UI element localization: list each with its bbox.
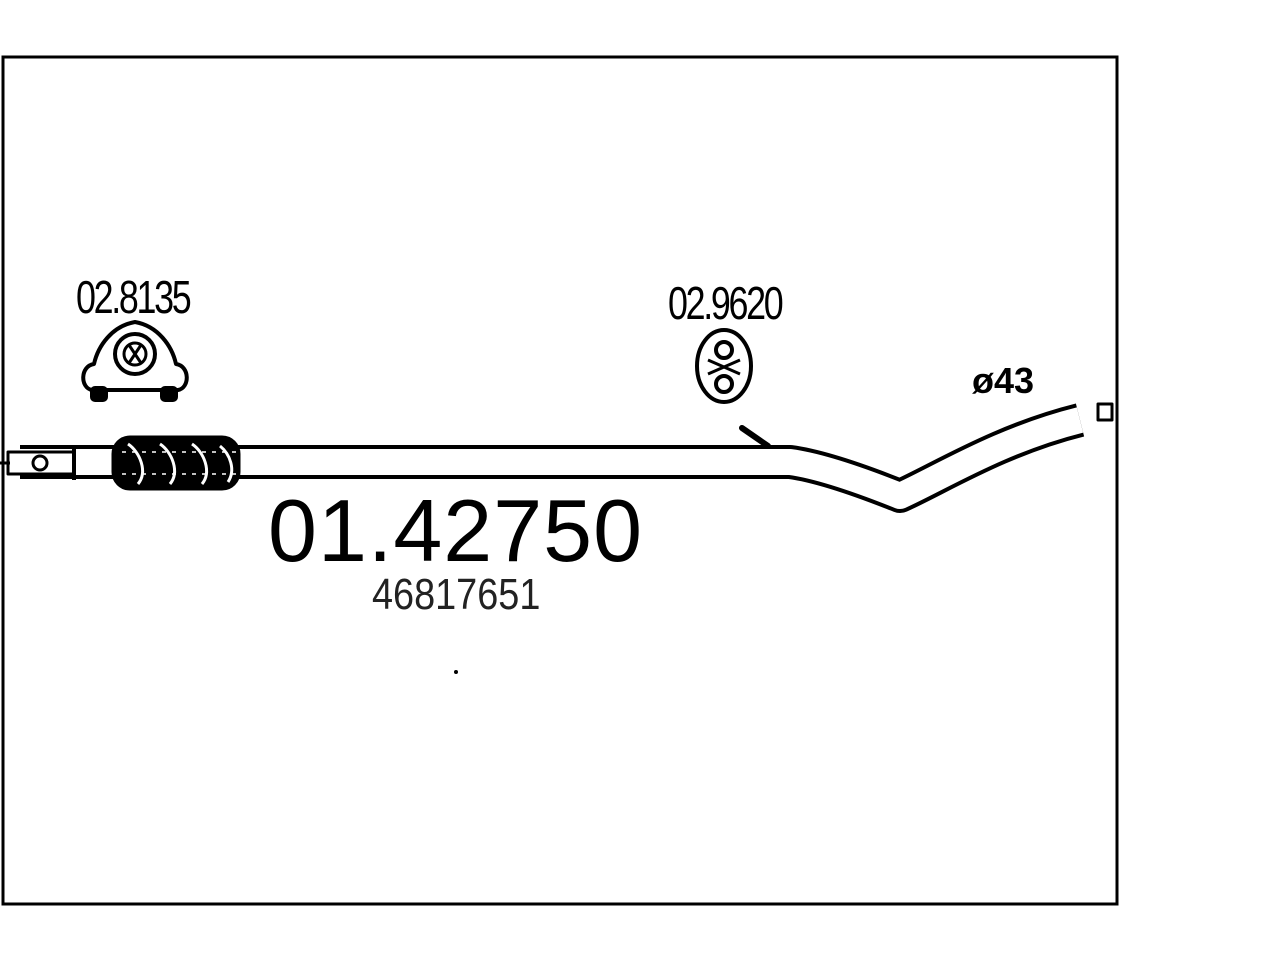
exhaust-clamp-icon: [81, 320, 189, 402]
pipe-outlet-end: [1096, 402, 1114, 422]
pipe-diameter-label: ø43: [972, 360, 1035, 401]
drawing-dot: [454, 670, 458, 674]
rubber-hanger-icon: [695, 328, 753, 404]
oem-number: 46817651: [372, 570, 541, 619]
drawing-frame: [1, 55, 1119, 906]
part-number: 01.42750: [268, 481, 644, 580]
pipe-body-core: [20, 407, 1084, 509]
clamp-part-label: 02.8135: [76, 271, 192, 323]
flexible-section: [111, 435, 241, 491]
exhaust-pipe: [0, 402, 1114, 513]
hanger-part-label: 02.9620: [668, 277, 784, 329]
pipe-hanger-bracket: [739, 425, 771, 449]
